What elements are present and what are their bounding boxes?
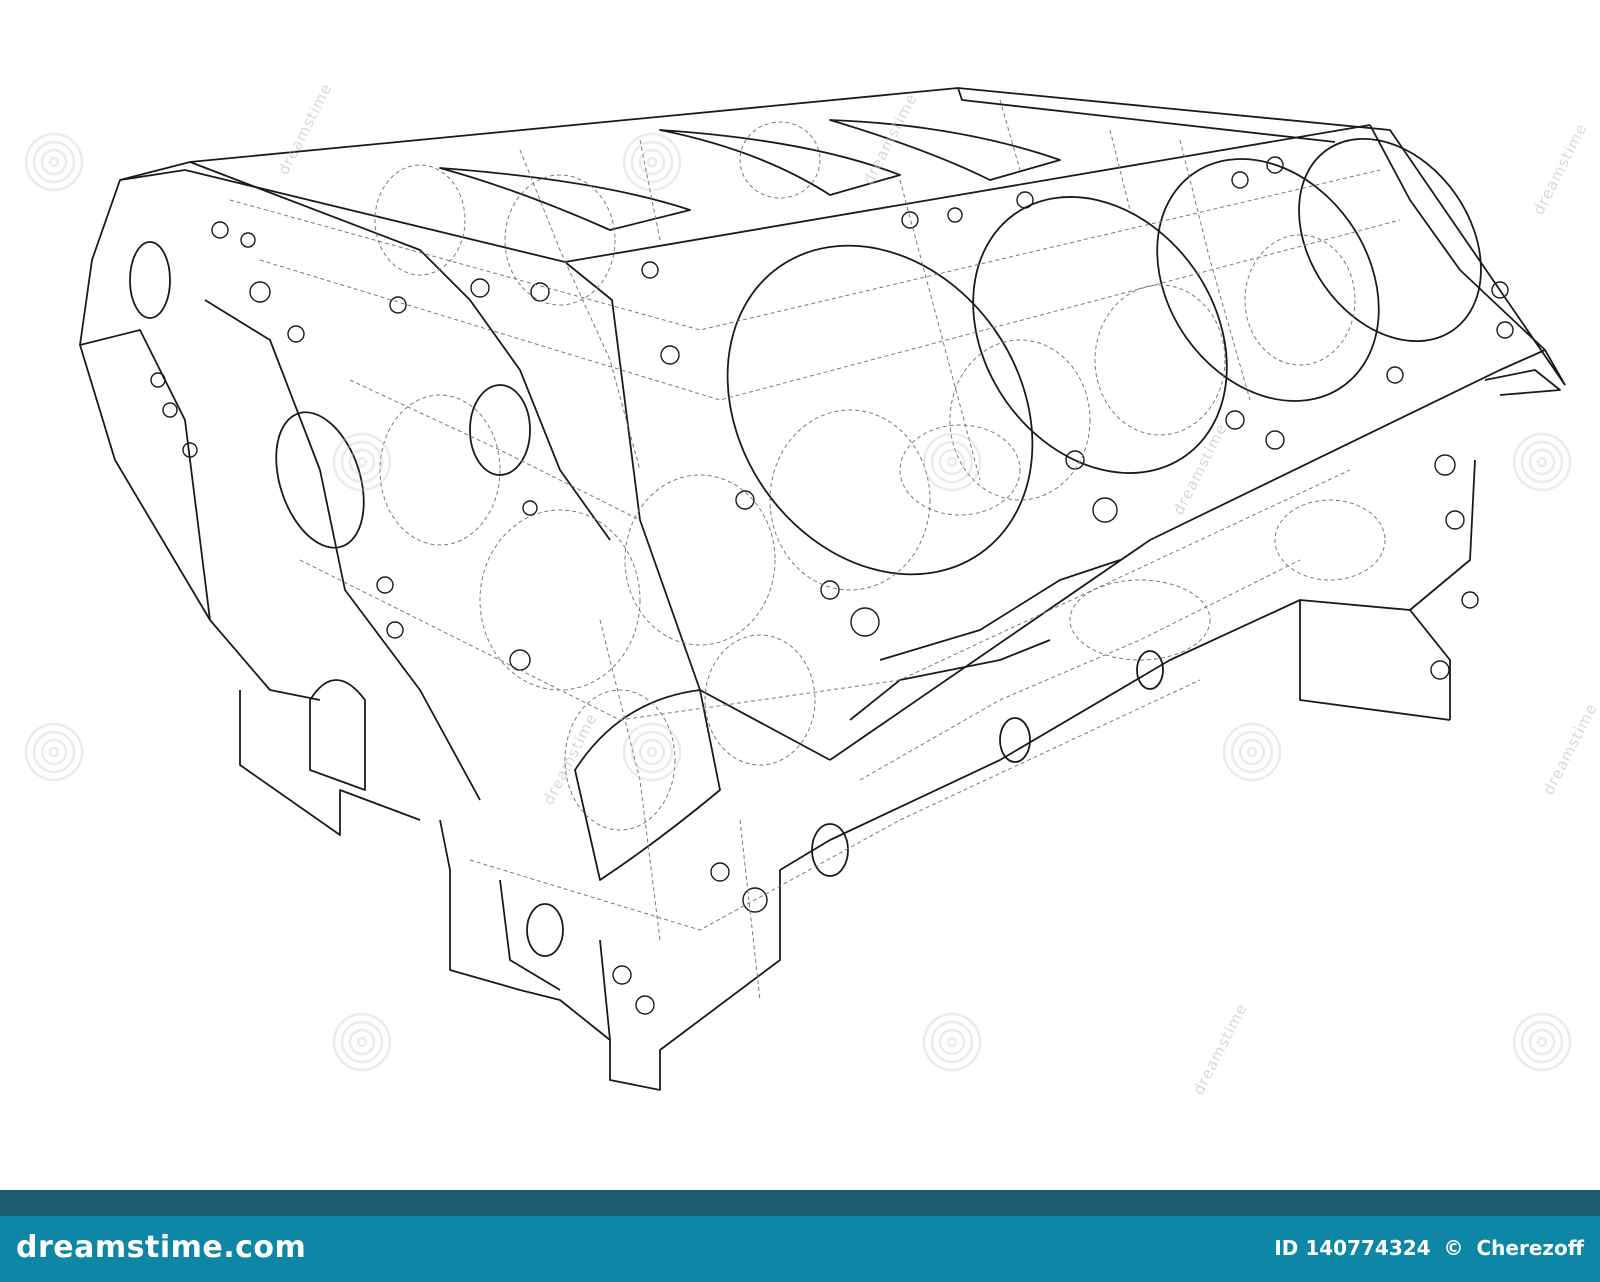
spiral-icon bbox=[1510, 430, 1574, 494]
engine-block-wireframe bbox=[79, 87, 1566, 1091]
image-credit: ID 140774324 © Cherezoff bbox=[1268, 1236, 1584, 1260]
spiral-icon bbox=[920, 430, 984, 494]
spiral-icon bbox=[1510, 1010, 1574, 1074]
author-name[interactable]: Cherezoff bbox=[1476, 1236, 1585, 1260]
spiral-icon bbox=[620, 130, 684, 194]
spiral-icon bbox=[22, 130, 86, 194]
spiral-icon bbox=[1220, 720, 1284, 784]
spiral-icon bbox=[920, 1010, 984, 1074]
bolt-holes bbox=[150, 156, 1514, 1015]
copyright-symbol: © bbox=[1443, 1236, 1464, 1260]
footer-accent-bar bbox=[0, 1190, 1600, 1216]
visible-edges bbox=[79, 87, 1566, 1091]
site-logo[interactable]: dreamstime.com bbox=[16, 1230, 307, 1265]
spiral-icon bbox=[22, 720, 86, 784]
hidden-edges bbox=[229, 99, 1401, 1001]
footer-banner: dreamstime.com ID 140774324 © Cherezoff bbox=[0, 1190, 1600, 1282]
spiral-icon bbox=[330, 430, 394, 494]
spiral-icon bbox=[620, 720, 684, 784]
image-id: ID 140774324 bbox=[1274, 1236, 1431, 1260]
footer-main-bar: dreamstime.com ID 140774324 © Cherezoff bbox=[0, 1216, 1600, 1282]
spiral-icon bbox=[330, 1010, 394, 1074]
